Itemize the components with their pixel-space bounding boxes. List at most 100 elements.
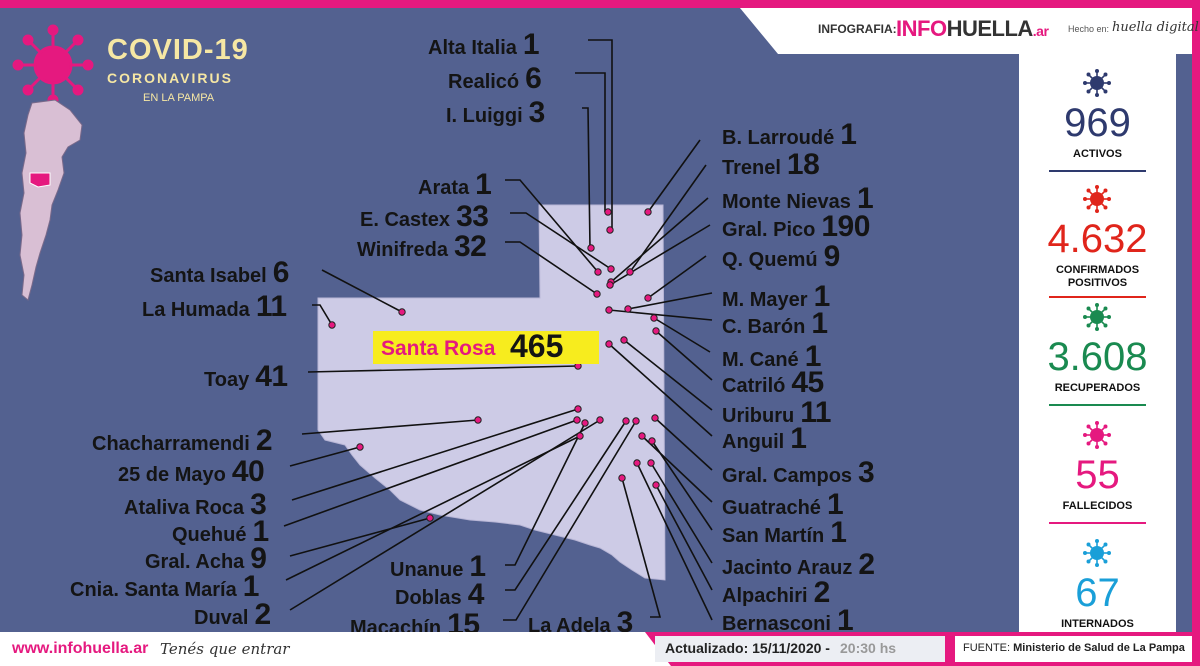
locality-value: 2: [254, 598, 271, 631]
locality-value: 3: [858, 456, 875, 489]
leader-line: [289, 419, 601, 611]
leader-line: [647, 139, 701, 213]
locality-dot: [605, 306, 613, 314]
locality-value: 2: [255, 424, 273, 457]
locality-value: 40: [231, 455, 265, 488]
locality-dot: [398, 308, 406, 316]
locality-dot: [618, 474, 626, 482]
title-region: EN LA PAMPA: [143, 92, 215, 104]
locality-value: 1: [811, 307, 828, 340]
leader-line: [289, 446, 361, 467]
header-banner: [740, 8, 1192, 54]
locality-value: 1: [830, 516, 847, 549]
locality-name: La Humada: [142, 299, 250, 321]
brand-logo[interactable]: INFOHUELLA.ar: [896, 16, 1049, 42]
locality-dot: [606, 226, 614, 234]
locality-value: 1: [475, 168, 492, 201]
locality-name: Q. Quemú: [722, 249, 818, 271]
locality-name: Chacharramendi: [92, 433, 250, 455]
leader-line: [654, 417, 713, 471]
locality-value: 33: [456, 200, 489, 233]
locality-value: 1: [840, 118, 857, 151]
stat-label: ACTIVOS: [1073, 148, 1122, 160]
locality-dot: [574, 405, 582, 413]
locality-dot: [581, 419, 589, 427]
leader-line: [609, 224, 711, 286]
santa-rosa-name: Santa Rosa: [381, 337, 496, 360]
locality-dot: [594, 268, 602, 276]
updated-time: 20:30 hs: [840, 640, 897, 656]
locality-value: 45: [791, 366, 824, 399]
leader-line: [641, 435, 713, 503]
header-label: INFOGRAFIA:: [818, 22, 897, 36]
stat-divider: [1049, 522, 1146, 524]
leader-line: [503, 420, 637, 621]
leader-line: [505, 420, 627, 591]
stat-label: CONFIRMADOS: [1055, 264, 1140, 276]
locality-dot: [328, 321, 336, 329]
locality-dot: [607, 265, 615, 273]
updated-date: Actualizado: 15/11/2020 -: [665, 640, 830, 656]
locality-name: Cnia. Santa María: [70, 579, 237, 601]
locality-value: 3: [250, 488, 267, 521]
virus-icon: [1083, 303, 1111, 331]
site-link[interactable]: www.infohuella.ar: [12, 640, 149, 657]
stat-value: 55: [1075, 453, 1120, 497]
title-main: COVID-19: [107, 34, 249, 66]
locality-name: Jacinto Arauz: [722, 557, 853, 579]
locality-value: 2: [813, 576, 831, 609]
locality-value: 11: [800, 396, 831, 429]
locality-dot: [576, 432, 584, 440]
locality-value: 32: [453, 230, 487, 263]
leader-line: [647, 255, 707, 299]
locality-name: San Martín: [722, 525, 825, 547]
locality-dot: [626, 268, 634, 276]
locality-name: Catriló: [722, 375, 786, 397]
leader-line: [505, 422, 586, 566]
locality-name: Trenel: [722, 157, 781, 179]
locality-dot: [638, 432, 646, 440]
locality-name: Quehué: [172, 524, 247, 546]
locality-value: 4: [467, 578, 485, 611]
locality-dot: [633, 459, 641, 467]
leader-line: [653, 317, 711, 353]
locality-name: C. Barón: [722, 316, 806, 338]
leader-line: [621, 477, 662, 618]
locality-name: Ataliva Roca: [124, 497, 245, 519]
leader-line: [610, 197, 709, 283]
locality-dot: [593, 290, 601, 298]
locality-dot: [606, 281, 614, 289]
leader-lines: [283, 39, 713, 621]
brand-ar: .ar: [1032, 23, 1049, 39]
leader-line: [285, 435, 581, 581]
locality-dot: [652, 481, 660, 489]
locality-name: M. Mayer: [722, 289, 808, 311]
locality-dot: [596, 416, 604, 424]
leader-line: [575, 72, 606, 212]
santa-rosa-highlight: [373, 331, 599, 364]
locality-name: Doblas: [395, 587, 462, 609]
locality-value: 1: [469, 550, 486, 583]
locality-name: Alpachiri: [722, 585, 808, 607]
slogan: Tenés que entrar: [160, 640, 290, 658]
locality-value: 6: [525, 62, 542, 95]
brand-huella: HUELLA: [946, 16, 1034, 41]
locality-value: 190: [821, 210, 870, 243]
leader-line: [623, 339, 713, 411]
source: FUENTE: Ministerio de Salud de La Pampa: [963, 642, 1185, 654]
